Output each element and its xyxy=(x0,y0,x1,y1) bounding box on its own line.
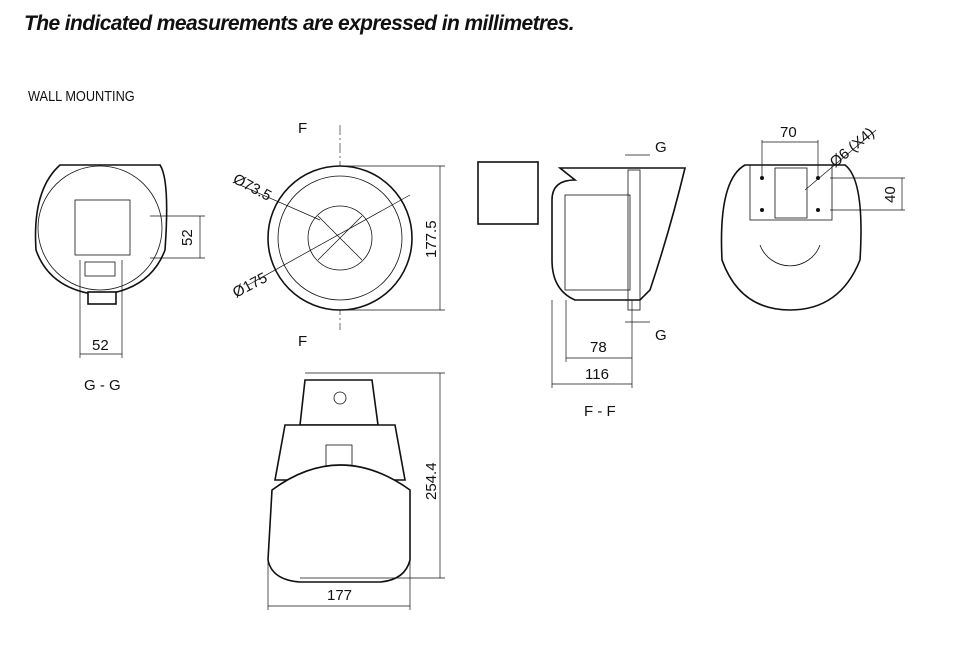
view-section-gg: 52 52 G - G xyxy=(34,164,205,394)
back-vertical-dim: 40 xyxy=(882,186,899,203)
ff-section-bottom: G xyxy=(655,327,667,344)
view-front: F F Ø73.5 Ø175 177.5 xyxy=(230,120,445,350)
back-hole-spacing-dim: 70 xyxy=(780,124,797,141)
gg-caption: G - G xyxy=(84,377,121,394)
front-height-dim: 177.5 xyxy=(423,220,440,258)
front-outer-diameter: Ø175 xyxy=(230,269,270,301)
ff-caption: F - F xyxy=(584,403,616,420)
view-section-ff: G G 78 116 F - F xyxy=(477,139,687,420)
gg-height-dim: 52 xyxy=(179,229,196,246)
front-section-bottom: F xyxy=(298,333,307,350)
section-heading: WALL MOUNTING xyxy=(28,88,135,105)
view-top: 254.4 177 xyxy=(267,372,445,610)
ff-inner-dim: 78 xyxy=(590,339,607,356)
top-height-dim: 254.4 xyxy=(423,462,440,500)
gg-width-dim: 52 xyxy=(92,337,109,354)
front-inner-diameter: Ø73.5 xyxy=(230,171,274,205)
ff-outer-dim: 116 xyxy=(585,366,609,383)
top-width-dim: 177 xyxy=(327,587,352,604)
back-holes-label: Ø6 (X4) xyxy=(827,124,878,171)
ff-section-top: G xyxy=(655,139,667,156)
page-title: The indicated measurements are expressed… xyxy=(24,12,575,35)
front-section-top: F xyxy=(298,120,307,137)
view-back: 70 Ø6 (X4) 40 xyxy=(720,124,905,311)
